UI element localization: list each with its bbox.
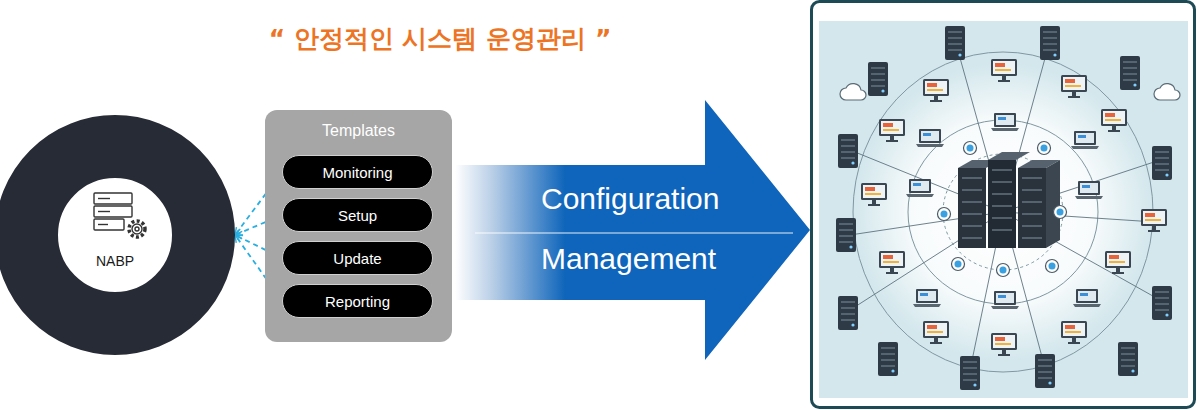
item-label: Reporting [325, 293, 390, 310]
arrow-shape [455, 100, 810, 360]
item-label: Monitoring [322, 164, 392, 181]
title-text: “ 안정적인 시스템 운영관리 ” [200, 22, 680, 55]
item-label: Update [333, 250, 381, 267]
node-label: NABP [0, 253, 235, 269]
template-item: Setup [282, 198, 433, 232]
template-item: Monitoring [282, 155, 433, 189]
flow-arrow: ConfigurationManagement [455, 100, 810, 360]
template-item: Update [282, 241, 433, 275]
network-illustration [812, 2, 1195, 408]
item-label: Setup [338, 207, 377, 224]
arrow-label: Management [541, 242, 716, 276]
ring-shape [0, 115, 235, 355]
template-panel: TemplatesMonitoringSetupUpdateReporting [265, 110, 452, 342]
arrow-label: Configuration [541, 182, 719, 216]
template-item: Reporting [282, 284, 433, 318]
server-icon [94, 193, 145, 237]
platform-circle: NABP [0, 115, 235, 355]
panel-heading: Templates [265, 122, 452, 140]
